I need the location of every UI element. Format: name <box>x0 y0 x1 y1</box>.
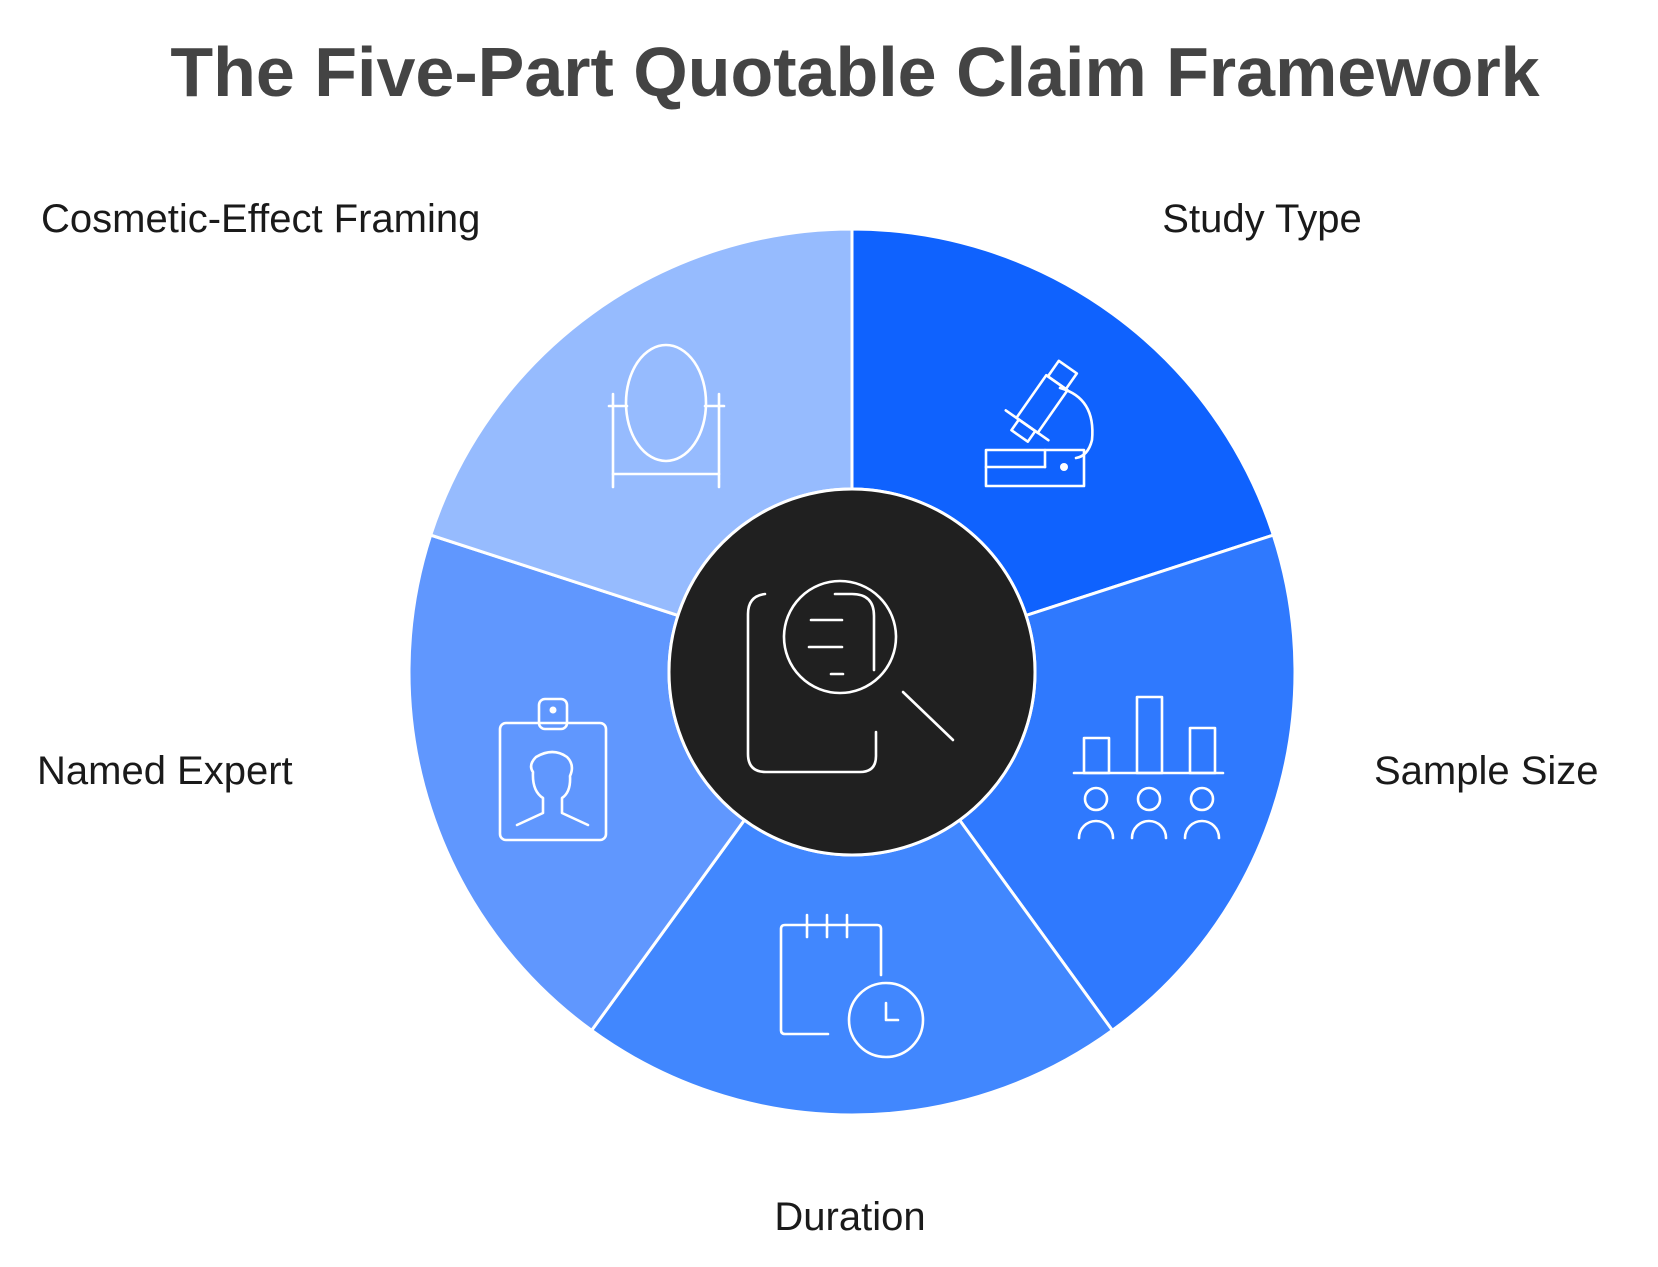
label-duration: Duration <box>774 1195 925 1239</box>
label-cosmetic-effect-framing: Cosmetic-Effect Framing <box>41 197 480 241</box>
center-hub <box>667 487 1037 857</box>
microscope-icon <box>984 359 1094 488</box>
label-named-expert: Named Expert <box>37 749 293 793</box>
wheel <box>407 227 1297 1117</box>
id-badge-icon <box>498 697 608 842</box>
calendar-clock-icon <box>779 913 925 1059</box>
label-sample-size: Sample Size <box>1374 749 1599 793</box>
page-title: The Five-Part Quotable Claim Framework <box>170 33 1539 111</box>
document-magnifier-icon <box>746 579 955 774</box>
mirror-icon <box>607 343 726 489</box>
bar-chart-people-icon <box>1072 695 1225 840</box>
label-study-type: Study Type <box>1162 197 1361 241</box>
